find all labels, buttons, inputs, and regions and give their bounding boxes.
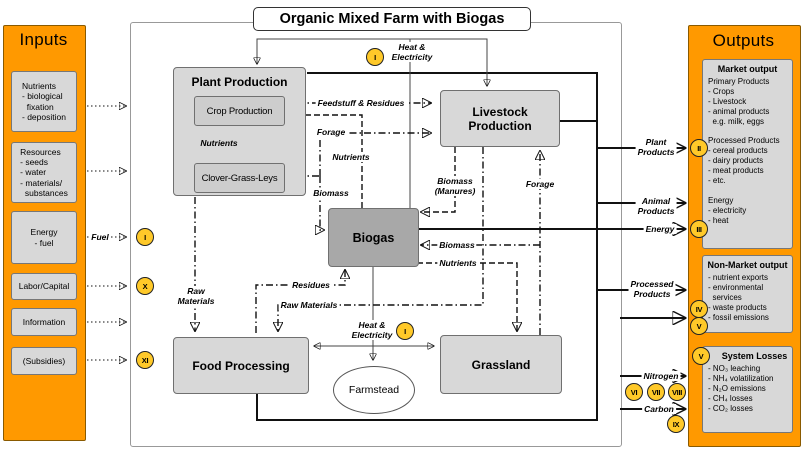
system-losses-body: - NO₃ leaching - NH₄ volatilization - N₂… (708, 364, 774, 413)
flow-label-nutrients-digestate: Nutrients (330, 151, 372, 163)
flow-label-forage-grassland: Forage (523, 178, 557, 190)
inputs-title: Inputs (19, 30, 68, 49)
badge-v-fossil: V (690, 317, 708, 335)
flow-label-nitrogen: Nitrogen (641, 370, 681, 382)
badge-xi-subsidies: XI (136, 351, 154, 369)
flow-label-energy-output: Energy (643, 223, 677, 235)
input-item-nutrients: Nutrients - biological fixation - deposi… (11, 71, 77, 132)
flow-label-fuel: Fuel (89, 231, 111, 243)
badge-ii-plant-products: II (690, 139, 708, 157)
node-farmstead: Farmstead (333, 366, 415, 414)
input-item-energy: Energy - fuel (11, 211, 77, 264)
flow-label-biomass-leys: Biomass (311, 187, 351, 199)
flow-label-carbon: Carbon (642, 403, 676, 415)
outputs-title: Outputs (712, 31, 775, 50)
flow-label-raw-materials-plant: Raw Materials (175, 285, 217, 307)
badge-iii-energy: III (690, 220, 708, 238)
market-output-header: Market output (717, 64, 778, 74)
flow-label-plant-products: Plant Products (635, 136, 677, 158)
flow-label-nutrients-leys: Nutrients (200, 137, 238, 148)
badge-v-system-losses: V (692, 347, 710, 365)
badge-viii-nitrogen: VIII (668, 383, 686, 401)
badge-vi-nitrogen: VI (625, 383, 643, 401)
input-item-information: Information (11, 308, 77, 336)
badge-iv-waste: IV (690, 300, 708, 318)
node-food-processing: Food Processing (173, 337, 309, 394)
output-box-market: Market output Primary Products - Crops -… (702, 59, 793, 249)
flow-label-forage-left: Forage (314, 126, 348, 138)
badge-vii-nitrogen: VII (647, 383, 665, 401)
flow-label-heat-electricity-bottom: Heat & Electricity (349, 319, 395, 341)
node-clover-grass-leys: Clover-Grass-Leys (194, 163, 285, 193)
flow-label-feedstuff-residues: Feedstuff & Residues (315, 97, 407, 109)
output-box-system-losses: System Losses - NO₃ leaching - NH₄ volat… (702, 346, 793, 433)
system-losses-header: System Losses (721, 351, 788, 361)
output-box-non-market: Non-Market output - nutrient exports - e… (702, 255, 793, 333)
node-grassland: Grassland (440, 335, 562, 394)
input-item-resources: Resources - seeds - water - materials/ s… (11, 142, 77, 203)
flow-label-processed-products: Processed Products (628, 278, 676, 300)
flow-label-biomass-grassland: Biomass (437, 239, 477, 251)
flow-label-animal-products: Animal Products (635, 195, 677, 217)
badge-ix-carbon: IX (667, 415, 685, 433)
diagram-title: Organic Mixed Farm with Biogas (253, 7, 531, 31)
node-livestock-production: Livestock Production (440, 90, 560, 147)
non-market-output-body: - nutrient exports - environmental servi… (708, 273, 769, 322)
badge-i-fuel: I (136, 228, 154, 246)
market-output-body: Primary Products - Crops - Livestock - a… (708, 77, 780, 225)
non-market-output-header: Non-Market output (707, 260, 788, 270)
badge-i-heat-bottom: I (396, 322, 414, 340)
badge-x-labor: X (136, 277, 154, 295)
input-item-subsidies: (Subsidies) (11, 347, 77, 375)
plant-production-label: Plant Production (191, 75, 288, 89)
node-biogas: Biogas (328, 208, 419, 267)
input-item-labor-capital: Labor/Capital (11, 273, 77, 300)
node-crop-production: Crop Production (194, 96, 285, 126)
flow-label-biomass-manures: Biomass (Manures) (432, 175, 478, 197)
flow-label-heat-electricity-top: Heat & Electricity (389, 41, 435, 63)
flow-label-residues: Residues (290, 279, 332, 291)
badge-i-heat-top: I (366, 48, 384, 66)
flow-label-raw-materials-livestock: Raw Materials (278, 299, 340, 311)
flow-label-nutrients-grassland: Nutrients (437, 257, 479, 269)
